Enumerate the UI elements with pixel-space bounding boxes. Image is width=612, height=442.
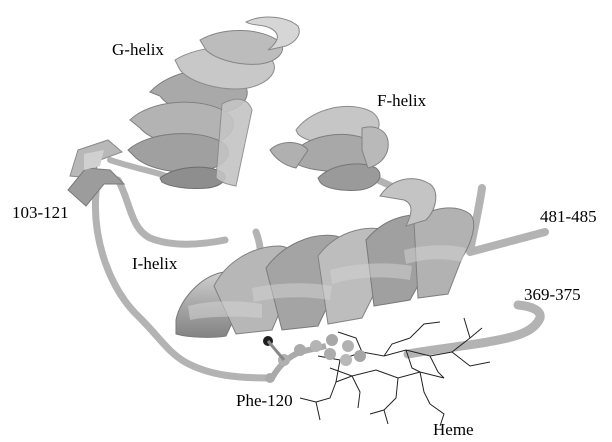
phe-atom	[342, 340, 354, 352]
phe-atom	[294, 344, 306, 356]
i-helix-ribbon	[176, 179, 474, 338]
phe-atom	[324, 348, 336, 360]
phe-atom	[354, 350, 366, 362]
phe-atom	[310, 340, 322, 352]
label-i-helix: I-helix	[132, 255, 177, 272]
loop-369-375	[408, 305, 540, 354]
phe-atom	[265, 373, 275, 383]
label-segment-481-485: 481-485	[540, 208, 597, 225]
label-f-helix: F-helix	[377, 92, 426, 109]
f-helix-ribbon	[270, 106, 388, 190]
phe-atom	[340, 354, 352, 366]
loop-481-485	[470, 188, 545, 252]
loop-sheet-to-i-helix	[118, 180, 225, 244]
phe-atom	[326, 334, 338, 346]
label-heme: Heme	[433, 421, 474, 438]
label-phe-120: Phe-120	[236, 392, 293, 409]
label-g-helix: G-helix	[112, 41, 164, 58]
label-segment-103-121: 103-121	[12, 204, 69, 221]
heme-stick-model	[300, 318, 490, 426]
label-segment-369-375: 369-375	[524, 286, 581, 303]
